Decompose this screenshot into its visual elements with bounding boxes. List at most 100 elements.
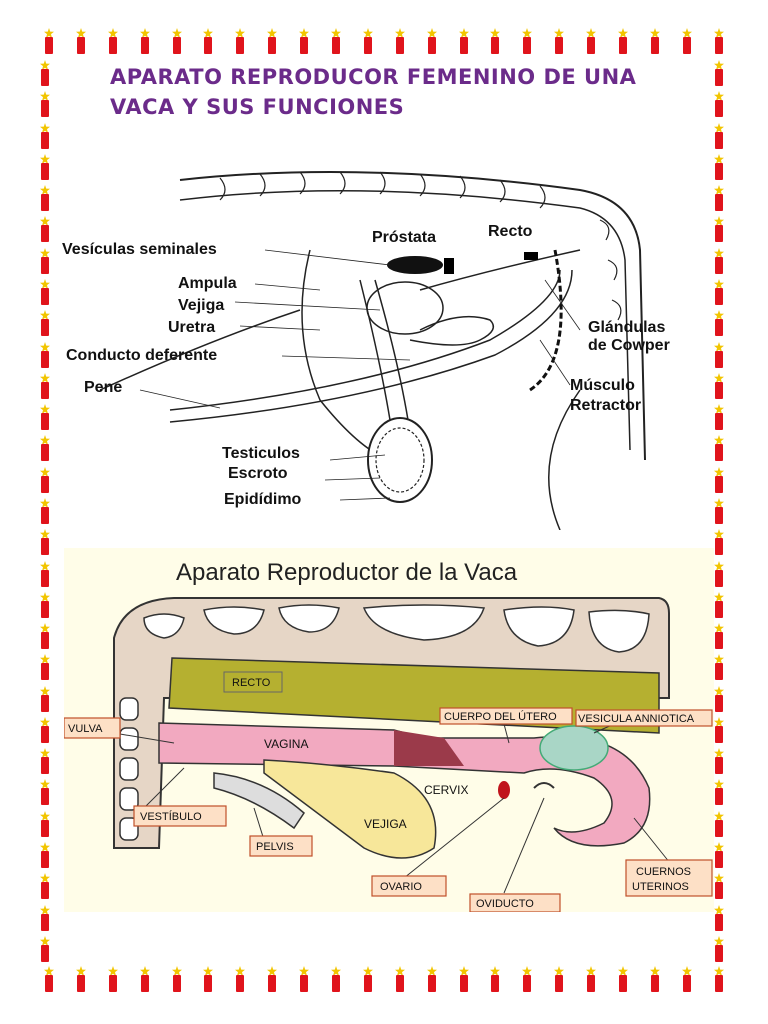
cervix-shape [394,730,464,766]
candle-icon [710,873,728,901]
candle-icon [104,28,122,56]
prostate-gland [444,258,454,274]
candle-icon [36,60,54,88]
candle-icon [36,278,54,307]
candle-icon [678,966,696,994]
label-pene: Pene [84,379,122,396]
tag-oviducto-text: OVIDUCTO [476,898,534,910]
candle-icon [263,966,281,994]
candle-icon [327,28,345,56]
vagina-uterus-shape [158,722,651,847]
tag-vestibulo: VESTÍBULO [133,805,227,827]
label-uretra: Uretra [168,319,215,336]
amniotic-vesicle [539,725,609,771]
label-escroto: Escroto [228,465,288,482]
candle-icon [168,966,186,994]
tag-recto-text: RECTO [232,677,271,689]
label-glandulas-1: Glándulas [588,319,665,336]
candle-icon [36,185,54,213]
candle-icon [72,28,90,56]
spine-outline [179,171,646,461]
candle-icon [423,28,441,56]
candle-icon [72,966,90,994]
candle-icon [36,623,54,651]
label-musculo-2: Retractor [570,397,641,414]
candle-icon [486,966,504,994]
leader-lines [139,249,581,501]
candle-icon [710,153,728,182]
ovary-shape [498,781,510,799]
candle-icon [710,435,728,463]
border-left [36,60,64,964]
tag-cuernos: CUERNOS UTERINOS [625,859,713,897]
tag-vesicula-text: VESICULA ANNIOTICA [578,713,695,725]
candle-icon [104,966,122,994]
tag-cuerpo: CUERPO DEL ÚTERO [439,707,573,725]
candle-icon [710,560,728,589]
candle-icon [710,122,728,151]
candle-icon [36,404,54,432]
candle-icon [36,685,54,714]
candle-icon [36,372,54,401]
candle-icon [710,216,728,244]
candle-icon [678,28,696,56]
bladder-shape-cow [263,759,437,859]
tag-cuernos-text-2: UTERINOS [632,881,689,893]
label-vejiga: Vejiga [178,297,224,314]
candle-icon [36,654,54,682]
candle-icon [710,60,728,88]
cow-figure-title: Aparato Reproductor de la Vaca [176,559,518,586]
pelvis-outline [301,249,391,461]
label-musculo-1: Músculo [570,377,635,394]
candle-icon [710,466,728,495]
label-glandulas-2: de Cowper [588,337,670,354]
male-reproductive-diagram: Vesículas seminales Próstata Recto Ampul… [60,160,720,531]
candle-icon [710,529,728,557]
candle-icon [168,28,186,56]
oviduct-shape [533,782,555,789]
prostate-shape [387,256,443,274]
candle-icon [710,685,728,714]
candle-icon [36,216,54,244]
candle-icon [582,28,600,56]
candle-icon [36,748,54,776]
spermatic-cord [359,279,391,421]
candle-icon [199,966,217,994]
candle-icon [36,873,54,901]
candle-icon [710,404,728,432]
candle-icon [518,966,536,994]
label-vagina: VAGINA [264,737,308,751]
candle-icon [710,810,728,839]
candle-icon [710,497,728,526]
label-prostata: Próstata [372,229,436,246]
candle-icon [455,966,473,994]
label-vejiga-cow: VEJIGA [364,817,407,831]
candle-icon [710,278,728,307]
candle-icon [423,966,441,994]
candle-icon [391,966,409,994]
testis-shape [375,427,425,493]
tag-ovario: OVARIO [371,875,447,897]
tag-pelvis: PELVIS [249,835,313,857]
spine-inner [179,189,631,451]
candle-icon [646,28,664,56]
candle-icon [550,28,568,56]
tag-vulva: VULVA [63,717,121,739]
label-ampula: Ampula [178,275,237,292]
label-recto: Recto [488,223,533,240]
tag-cuerpo-text: CUERPO DEL ÚTERO [444,710,557,723]
candle-icon [36,842,54,870]
candle-icon [36,591,54,620]
candle-icon [263,28,281,56]
candle-icon [550,966,568,994]
candle-icon [231,28,249,56]
candle-icon [36,247,54,276]
tag-vulva-text: VULVA [68,723,103,735]
candle-icon [710,716,728,745]
cow-diagram-svg: Aparato Reproductor de la Vaca [63,559,713,913]
belly-line [99,309,301,391]
border-right [710,60,738,964]
candle-icon [295,28,313,56]
spermatic-cord-2 [374,279,409,421]
candle-icon [582,966,600,994]
